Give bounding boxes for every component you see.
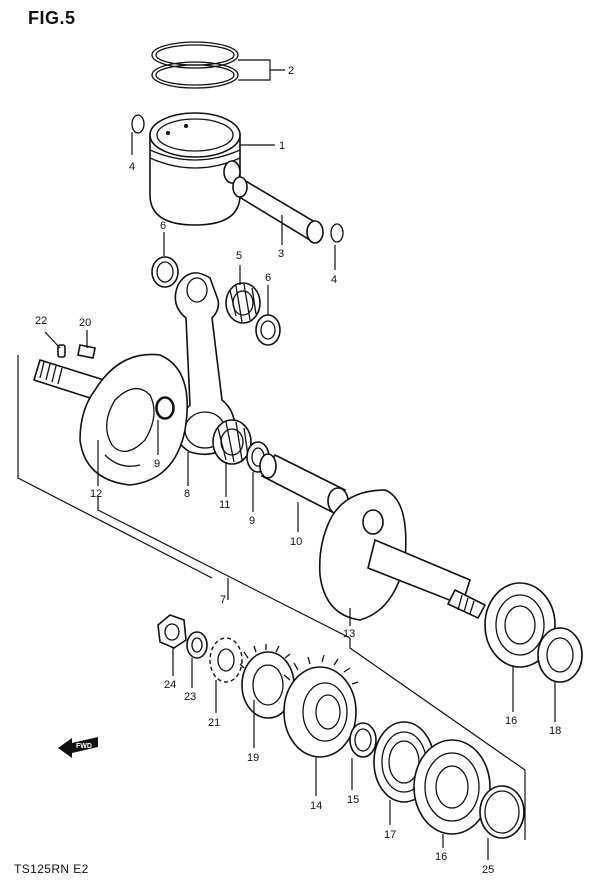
circlip-right (330, 223, 344, 243)
small-end-bearing (225, 282, 261, 324)
washer-upper-left (151, 256, 179, 288)
callout-23: 23 (184, 691, 196, 703)
gear-21 (209, 637, 243, 683)
big-end-bearing (212, 419, 252, 465)
callout-1: 1 (279, 140, 285, 152)
key-20 (77, 344, 96, 359)
spacer-15 (349, 722, 377, 758)
callout-6-right: 6 (265, 272, 271, 284)
callout-16-upper: 16 (505, 715, 517, 727)
callout-5: 5 (236, 250, 242, 262)
piston-pin (232, 176, 324, 244)
callout-25: 25 (482, 864, 494, 876)
callout-19: 19 (247, 752, 259, 764)
piston (149, 112, 241, 226)
washer-23 (186, 631, 208, 659)
figure-title: FIG.5 (28, 8, 76, 28)
model-code: TS125RN E2 (14, 862, 89, 876)
callout-9-right: 9 (249, 515, 255, 527)
callout-24: 24 (164, 679, 176, 691)
left-crank-web (33, 353, 188, 486)
circlip-25 (479, 785, 525, 839)
callout-9-left: 9 (154, 458, 160, 470)
callout-22: 22 (35, 315, 47, 327)
oil-seal-18 (537, 627, 583, 683)
piston-ring-set (151, 41, 239, 89)
crank-pin (259, 453, 349, 515)
washer-upper-right (255, 314, 281, 346)
callout-7: 7 (220, 594, 226, 606)
callout-4-right: 4 (331, 274, 337, 286)
washer-mid-left (156, 397, 174, 419)
callout-2: 2 (288, 65, 294, 77)
callout-11: 11 (219, 499, 230, 511)
assembly-bracket (17, 355, 526, 840)
callout-10: 10 (290, 536, 302, 548)
callout-17: 17 (384, 829, 396, 841)
callout-8: 8 (184, 488, 190, 500)
right-bearing-upper (484, 582, 556, 668)
primary-drive-gear (283, 654, 359, 758)
callout-18: 18 (549, 725, 561, 737)
callout-16-lower: 16 (435, 851, 447, 863)
callout-21: 21 (208, 717, 220, 729)
circlip-left (131, 114, 145, 134)
callout-4-left: 4 (129, 161, 135, 173)
callout-12: 12 (90, 488, 102, 500)
callout-14: 14 (310, 800, 322, 812)
callout-labels: 1 2 3 4 4 5 6 6 7 8 9 9 10 11 12 13 14 1… (35, 65, 561, 876)
forward-arrow-icon: FWD (58, 737, 98, 758)
gear-19 (239, 644, 295, 719)
callout-20: 20 (79, 317, 91, 329)
callout-15: 15 (347, 794, 359, 806)
forward-indicator-label: FWD (76, 743, 92, 750)
leader-lines (44, 59, 556, 860)
right-crank-web (318, 489, 487, 621)
right-bearing-lower (413, 739, 491, 835)
callout-3: 3 (278, 248, 284, 260)
callout-13: 13 (343, 628, 355, 640)
nut-24 (157, 614, 187, 649)
callout-6-left: 6 (160, 220, 166, 232)
